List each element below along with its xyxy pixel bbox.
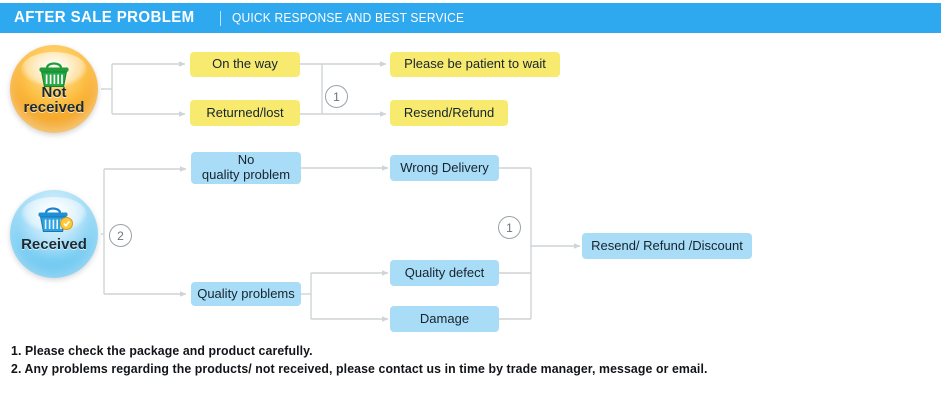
badge-not-received: Not received [10, 45, 98, 133]
footer-notes: 1. Please check the package and product … [11, 344, 911, 380]
node-resend-refund[interactable]: Resend/Refund [390, 100, 508, 126]
shopping-basket-icon [10, 202, 98, 240]
badge-received: Received [10, 190, 98, 278]
marker-step-1-bottom: 1 [498, 216, 521, 239]
marker-step-1-top: 1 [325, 85, 348, 108]
node-please-be-patient-to-wait[interactable]: Please be patient to wait [390, 52, 560, 77]
node-wrong-delivery[interactable]: Wrong Delivery [390, 155, 499, 181]
header-subtitle: QUICK RESPONSE AND BEST SERVICE [232, 11, 465, 25]
marker-step-2-received: 2 [109, 224, 132, 247]
header-bar: AFTER SALE PROBLEM QUICK RESPONSE AND BE… [0, 3, 941, 33]
badge-label: Not received [23, 83, 85, 116]
shopping-basket-icon [10, 57, 98, 95]
node-quality-defect[interactable]: Quality defect [390, 260, 499, 286]
node-returned-lost[interactable]: Returned/lost [190, 100, 300, 126]
page-title: AFTER SALE PROBLEM [14, 9, 195, 26]
node-damage[interactable]: Damage [390, 306, 499, 332]
header-divider [220, 10, 222, 26]
badge-label: Received [21, 236, 87, 254]
node-on-the-way[interactable]: On the way [190, 52, 300, 77]
footer-line-2: 2. Any problems regarding the products/ … [11, 362, 708, 376]
footer-line-1: 1. Please check the package and product … [11, 344, 313, 358]
node-resend-refund-discount[interactable]: Resend/ Refund /Discount [582, 233, 752, 259]
node-quality-problems[interactable]: Quality problems [191, 282, 301, 306]
node-no-quality-problem[interactable]: No quality problem [191, 152, 301, 184]
